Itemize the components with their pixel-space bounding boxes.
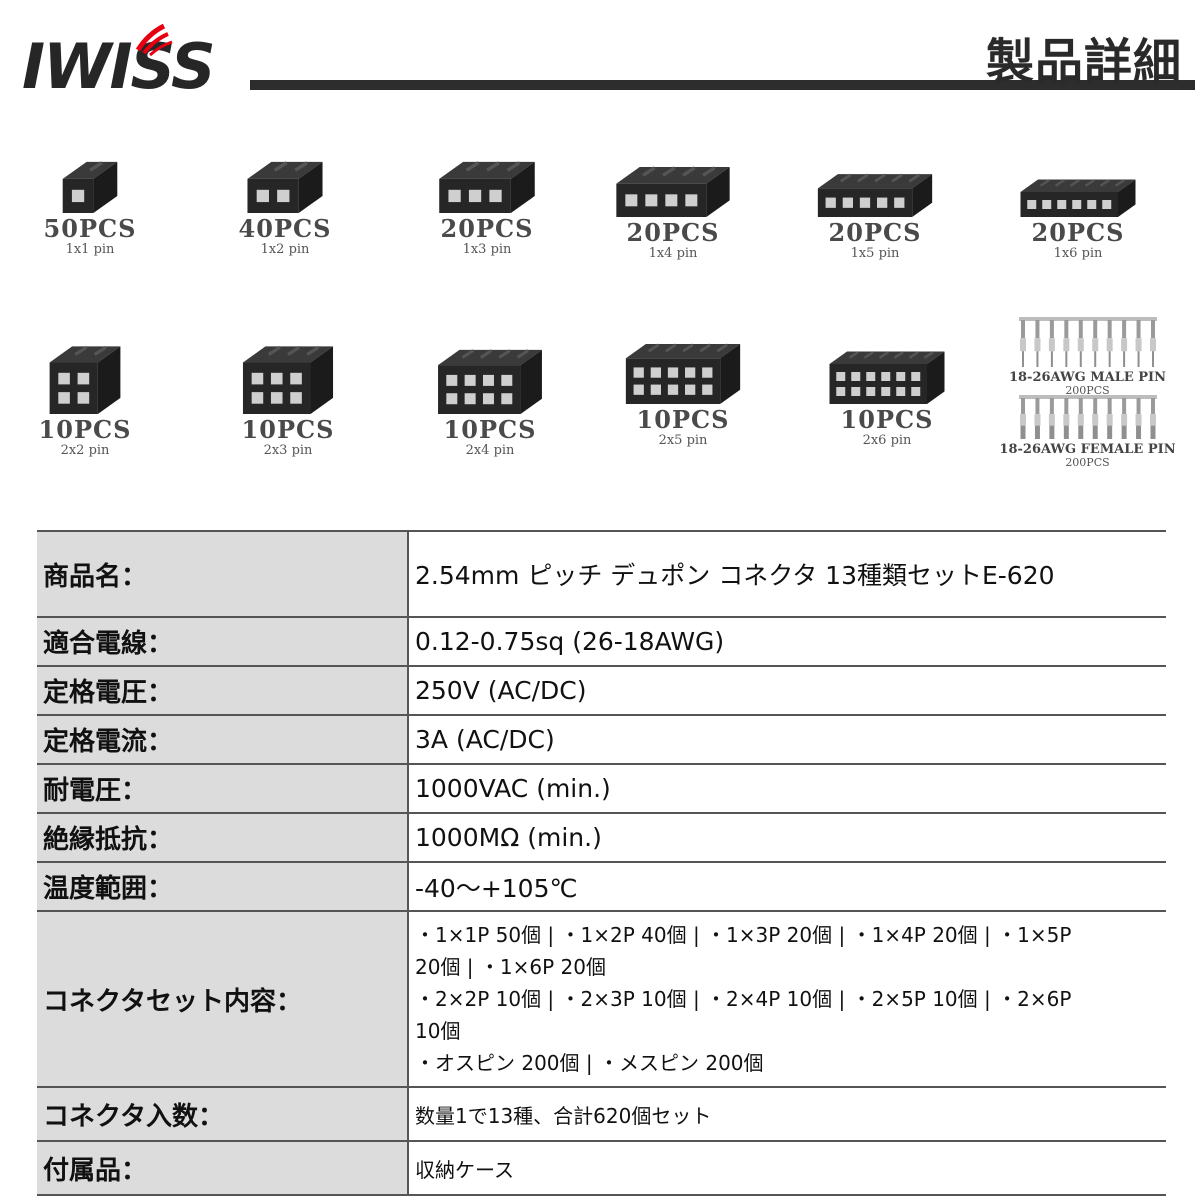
set-contents-line: ・オスピン 200個 | ・メスピン 200個 bbox=[415, 1051, 764, 1075]
spec-row-current: 定格電流： 3A (AC/DC) bbox=[37, 714, 1166, 765]
connector-image bbox=[817, 173, 933, 217]
product-2x6: 10PCS 2x6 pin bbox=[797, 313, 977, 449]
connector-image bbox=[439, 161, 535, 213]
product-qty: 50PCS bbox=[43, 214, 137, 243]
product-pin: 1x4 pin bbox=[648, 246, 698, 261]
spec-row-temperature: 温度範囲： -40～+105℃ bbox=[37, 861, 1166, 912]
product-pin: 2x5 pin bbox=[658, 433, 708, 448]
product-qty: 10PCS bbox=[443, 415, 537, 444]
product-1x1: 50PCS 1x1 pin bbox=[0, 150, 180, 258]
product-1x2: 40PCS 1x2 pin bbox=[195, 150, 375, 258]
page-title: 製品詳細 bbox=[985, 34, 1182, 90]
spec-label: 温度範囲： bbox=[37, 861, 409, 912]
spec-value: 収納ケース bbox=[408, 1140, 1166, 1196]
terminal-qty: 200PCS bbox=[1065, 384, 1110, 397]
product-pin: 2x2 pin bbox=[60, 443, 110, 458]
product-pin: 1x5 pin bbox=[850, 246, 900, 261]
spec-label: コネクタセット内容： bbox=[37, 910, 409, 1088]
spec-value: 250V (AC/DC) bbox=[408, 665, 1166, 716]
spec-value: -40～+105℃ bbox=[408, 861, 1166, 912]
connector-image bbox=[625, 343, 741, 404]
spec-value: 2.54mm ピッチ デュポン コネクタ 13種類セットE-620 bbox=[408, 530, 1166, 618]
spec-row-count: コネクタ入数： 数量1で13種、合計620個セット bbox=[37, 1086, 1166, 1142]
product-qty: 10PCS bbox=[636, 405, 730, 434]
iwiss-logo: IWISS bbox=[22, 23, 216, 100]
spec-label: 耐電圧： bbox=[37, 763, 409, 814]
spec-label: 商品名： bbox=[37, 530, 409, 618]
terminal-male: 18-26AWG MALE PIN 200PCS bbox=[990, 315, 1185, 397]
terminal-female: 18-26AWG FEMALE PIN 200PCS bbox=[990, 393, 1185, 469]
set-contents-line: ・1×1P 50個 | ・1×2P 40個 | ・1×3P 20個 | ・1×4… bbox=[415, 923, 1072, 947]
set-contents-line: 20個 | ・1×6P 20個 bbox=[415, 955, 606, 979]
spec-value: 1000VAC (min.) bbox=[408, 763, 1166, 814]
set-contents-line: ・2×2P 10個 | ・2×3P 10個 | ・2×4P 10個 | ・2×5… bbox=[415, 987, 1072, 1011]
spec-label: 定格電圧： bbox=[37, 665, 409, 716]
spec-set-contents-value: ・1×1P 50個 | ・1×2P 40個 | ・1×3P 20個 | ・1×4… bbox=[408, 910, 1166, 1088]
connector-image bbox=[829, 351, 945, 404]
product-1x5: 20PCS 1x5 pin bbox=[785, 150, 965, 262]
terminal-qty: 200PCS bbox=[1065, 456, 1110, 469]
connector-image bbox=[247, 161, 323, 213]
connector-image bbox=[62, 161, 118, 213]
terminal-label: 18-26AWG FEMALE PIN bbox=[999, 442, 1176, 457]
spec-label: 定格電流： bbox=[37, 714, 409, 765]
product-qty: 10PCS bbox=[840, 405, 934, 434]
connector-image bbox=[438, 349, 542, 414]
spec-row-voltage: 定格電圧： 250V (AC/DC) bbox=[37, 665, 1166, 716]
product-2x2: 10PCS 2x2 pin bbox=[0, 335, 175, 459]
spec-row-set-contents: コネクタセット内容： ・1×1P 50個 | ・1×2P 40個 | ・1×3P… bbox=[37, 910, 1166, 1088]
spec-row-insulation: 絶縁抵抗： 1000MΩ (min.) bbox=[37, 812, 1166, 863]
product-pin: 1x1 pin bbox=[65, 242, 115, 257]
product-1x4: 20PCS 1x4 pin bbox=[583, 150, 763, 262]
svg-text:IWISS: IWISS bbox=[22, 30, 214, 100]
spec-row-wire: 適合電線： 0.12-0.75sq (26-18AWG) bbox=[37, 616, 1166, 667]
female-pin-image bbox=[1018, 395, 1157, 441]
spec-row-withstand: 耐電圧： 1000VAC (min.) bbox=[37, 763, 1166, 814]
connector-image bbox=[242, 345, 334, 414]
set-contents-line: 10個 bbox=[415, 1019, 461, 1043]
header-rule bbox=[250, 80, 1195, 90]
product-pin: 1x2 pin bbox=[260, 242, 310, 257]
product-2x3: 10PCS 2x3 pin bbox=[198, 335, 378, 459]
connector-image bbox=[49, 345, 121, 414]
spec-value: 数量1で13種、合計620個セット bbox=[408, 1086, 1166, 1142]
spec-label: コネクタ入数： bbox=[37, 1086, 409, 1142]
product-qty: 20PCS bbox=[626, 218, 720, 247]
spec-value: 1000MΩ (min.) bbox=[408, 812, 1166, 863]
product-qty: 20PCS bbox=[440, 214, 534, 243]
product-pin: 2x3 pin bbox=[263, 443, 313, 458]
product-pin: 2x6 pin bbox=[862, 433, 912, 448]
spec-row-product-name: 商品名： 2.54mm ピッチ デュポン コネクタ 13種類セットE-620 bbox=[37, 530, 1166, 618]
spec-value: 0.12-0.75sq (26-18AWG) bbox=[408, 616, 1166, 667]
product-1x6: 20PCS 1x6 pin bbox=[988, 150, 1168, 262]
product-qty: 20PCS bbox=[1031, 218, 1125, 247]
product-qty: 40PCS bbox=[238, 214, 332, 243]
spec-label: 付属品： bbox=[37, 1140, 409, 1196]
product-pin: 1x3 pin bbox=[462, 242, 512, 257]
spec-label: 適合電線： bbox=[37, 616, 409, 667]
terminal-label: 18-26AWG MALE PIN bbox=[1008, 370, 1167, 385]
product-qty: 10PCS bbox=[241, 415, 335, 444]
product-qty: 20PCS bbox=[828, 218, 922, 247]
spec-label: 絶縁抵抗： bbox=[37, 812, 409, 863]
spec-value: 3A (AC/DC) bbox=[408, 714, 1166, 765]
spec-row-accessory: 付属品： 収納ケース bbox=[37, 1140, 1166, 1196]
product-pin: 2x4 pin bbox=[465, 443, 515, 458]
connector-image bbox=[1020, 179, 1136, 217]
product-1x3: 20PCS 1x3 pin bbox=[397, 150, 577, 258]
product-2x4: 10PCS 2x4 pin bbox=[400, 335, 580, 459]
spec-table: 商品名： 2.54mm ピッチ デュポン コネクタ 13種類セットE-620 適… bbox=[37, 530, 1166, 1196]
product-qty: 10PCS bbox=[38, 415, 132, 444]
connector-image bbox=[616, 166, 730, 217]
product-2x5: 10PCS 2x5 pin bbox=[593, 313, 773, 449]
male-pin-image bbox=[1018, 317, 1157, 368]
product-pin: 1x6 pin bbox=[1053, 246, 1103, 261]
